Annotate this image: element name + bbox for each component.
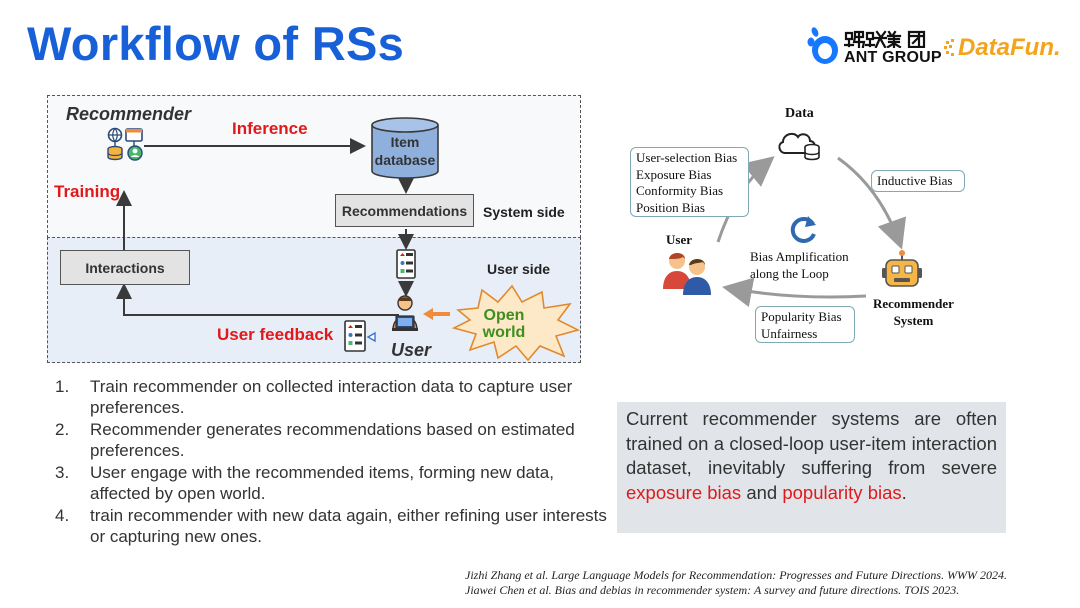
inference-label: Inference [232,119,308,138]
workflow-steps-list: 1.Train recommender on collected interac… [55,376,615,548]
open-world-arrow [423,308,450,320]
ant-group-logo: ANT GROUP [806,24,944,70]
recommendation-list-icon [396,249,416,279]
bias-callout: Current recommender systems are often tr… [617,402,1006,533]
item-database-icon [371,117,439,179]
datafun-dots-icon [944,39,954,56]
list-item: 4.train recommender with new data again,… [55,506,607,546]
list-item: 1.Train recommender on collected interac… [55,377,573,417]
refresh-loop-icon [790,216,816,243]
recommender-label: Recommender [66,104,192,124]
user-laptop-icon [392,295,418,331]
open-world-burst [451,284,581,362]
robot-icon [882,250,922,287]
bias-amplification-label: Bias Amplification along the Loop [750,249,849,281]
recommender-bias-box: Popularity Bias Unfairness [755,306,855,343]
system-side-label: System side [483,204,565,220]
recommender-system-label: Recommender System [873,296,954,328]
open-world-label: Open world [482,307,526,341]
user-label: User [391,340,432,360]
workflow-connectors [116,138,414,316]
recommendations-box: Recommendations [335,194,474,227]
ant-group-english-wordmark: ANT GROUP [844,49,942,66]
item-database-label: Item database [374,134,436,168]
ant-group-chinese-wordmark [844,30,926,48]
training-label: Training [54,182,121,201]
user-feedback-label: User feedback [217,325,334,344]
system-side-zone [47,95,581,238]
citation-2: Jiawei Chen et al. Bias and debias in re… [465,583,960,597]
citations: Jizhi Zhang et al. Large Language Models… [465,568,1077,598]
feedback-form-icon [344,320,376,352]
interactions-box: Interactions [60,250,190,285]
loop-user-label: User [666,232,692,247]
user-bias-box: User-selection Bias Exposure Bias Confor… [630,147,749,217]
user-side-label: User side [487,261,551,277]
page-title: Workflow of RSs [27,17,405,70]
datafun-logo: DataFun. [944,34,1074,68]
list-item: 3.User engage with the recommended items… [55,463,554,503]
cloud-database-icon [778,132,820,161]
users-icon [663,253,711,295]
datafun-wordmark: DataFun. [958,34,1061,61]
list-item: 2.Recommender generates recommendations … [55,420,575,460]
ant-group-mark-icon [807,27,838,64]
recommender-icon [107,127,143,161]
data-label: Data [785,106,814,121]
citation-1: Jizhi Zhang et al. Large Language Models… [465,568,1008,582]
inductive-bias-box: Inductive Bias [871,170,965,192]
